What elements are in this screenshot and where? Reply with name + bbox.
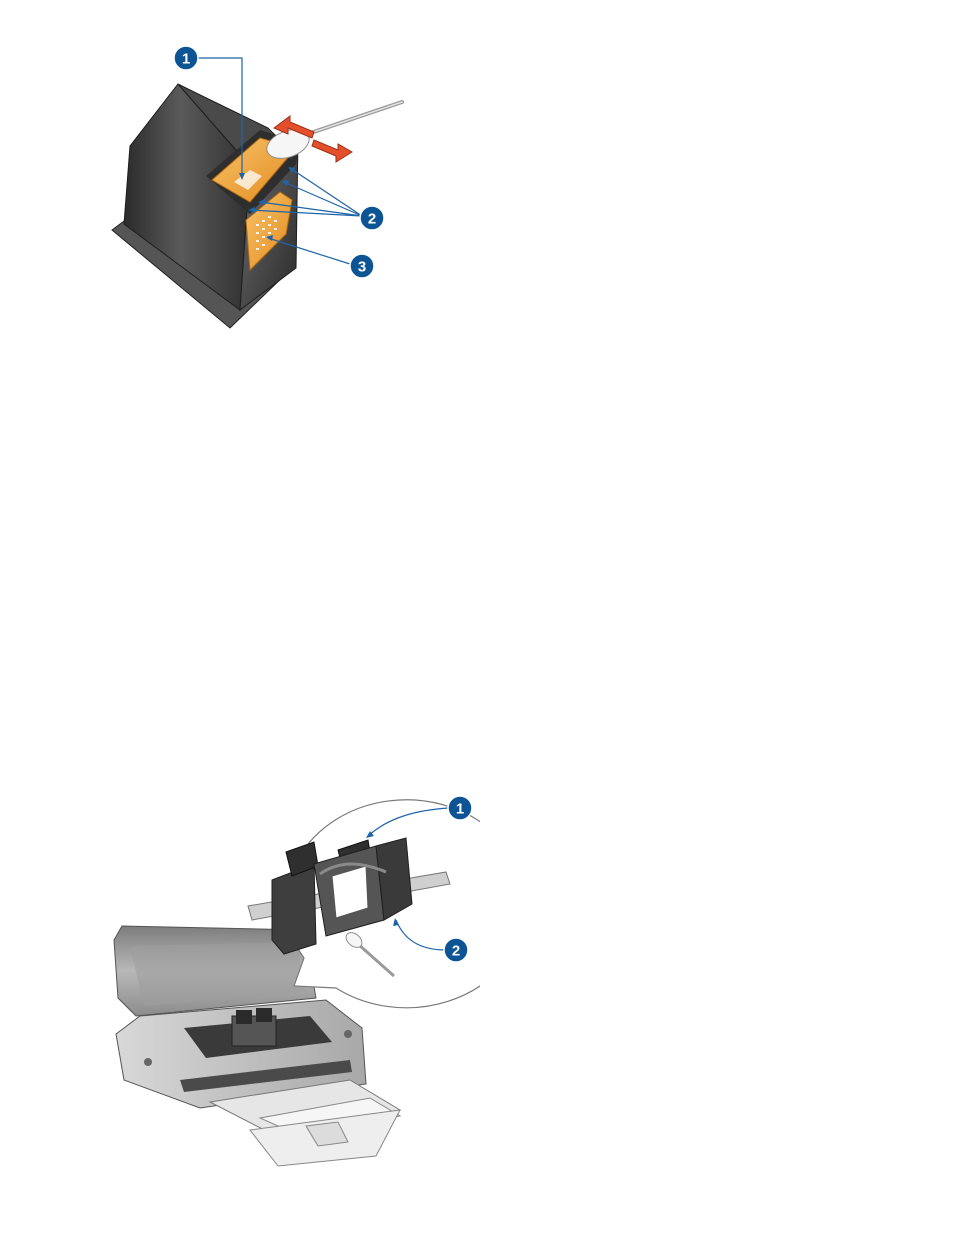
cartridge-cleaning-illustration: 1 2 3: [100, 34, 410, 334]
callout-number: 3: [358, 259, 366, 276]
callout-1: 1: [174, 46, 198, 70]
callout-number: 1: [182, 51, 190, 68]
callout-2: 2: [360, 206, 384, 230]
callout-number: 2: [452, 943, 460, 960]
callout-3: 3: [350, 254, 374, 278]
callout-number: 1: [456, 801, 464, 818]
callout-2: 2: [444, 938, 468, 962]
callout-1: 1: [448, 796, 472, 820]
printer-cradle-cleaning-illustration: 1 2: [100, 780, 480, 1170]
callout-number: 2: [368, 211, 376, 228]
